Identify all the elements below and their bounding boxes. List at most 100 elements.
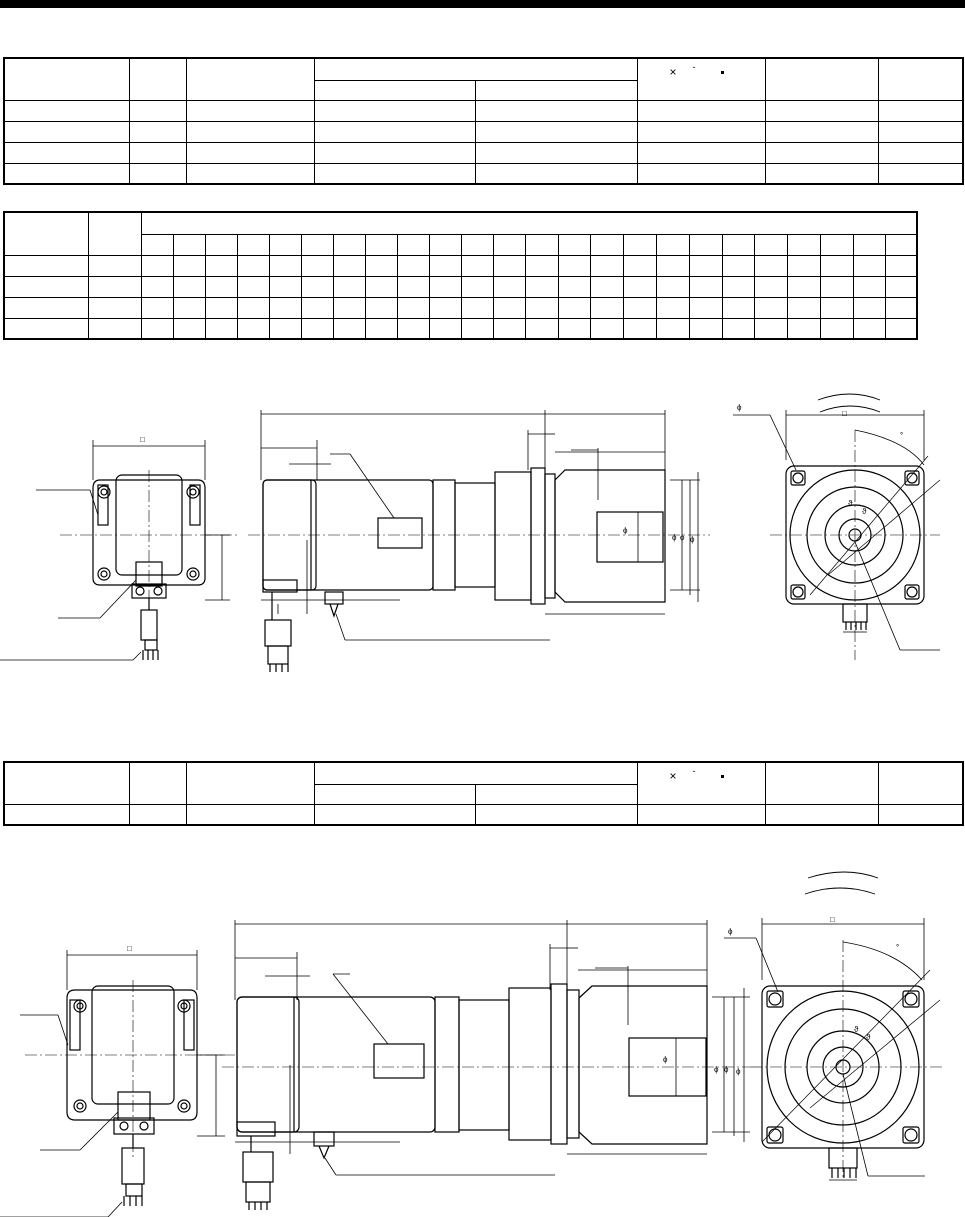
degree-symbol: ° — [900, 431, 903, 440]
table-cell — [332, 254, 366, 277]
header-cell — [688, 233, 723, 256]
rear-view: □ — [0, 944, 235, 1217]
square-symbol: □ — [127, 944, 132, 953]
theta-symbol: ϑ — [854, 1025, 859, 1034]
table-cell — [332, 317, 366, 340]
multiply-symbol: × — [669, 769, 677, 783]
table-cell — [786, 275, 821, 298]
header-cell — [185, 761, 315, 805]
inertia-header-cell: × - — [636, 761, 766, 805]
table-cell — [721, 254, 755, 277]
table-cell — [300, 275, 334, 298]
table-cell — [589, 254, 624, 277]
table-cell — [396, 275, 430, 298]
table-cell — [428, 254, 462, 277]
square-symbol: □ — [842, 409, 847, 418]
table-cell — [185, 803, 315, 826]
table-cell — [87, 296, 142, 319]
table-cell — [819, 275, 854, 298]
table-cell — [636, 99, 766, 122]
table-cell — [524, 254, 559, 277]
multiply-symbol: × — [669, 65, 677, 79]
table-cell — [688, 317, 723, 340]
table-cell — [688, 254, 723, 277]
rear-view: □ — [0, 435, 240, 661]
header-cell — [474, 783, 638, 805]
table-cell — [268, 254, 302, 277]
table-cell — [364, 317, 398, 340]
header-cell — [3, 761, 130, 805]
header-cell — [764, 57, 879, 101]
table-cell — [884, 275, 918, 298]
header-cell — [313, 57, 638, 81]
header-cell — [140, 233, 174, 256]
header-cell — [753, 233, 788, 256]
dot-symbol — [720, 71, 724, 74]
header-cell — [204, 233, 238, 256]
phi-symbol: ϕ — [680, 533, 685, 542]
table-cell — [140, 317, 174, 340]
header-cell — [396, 233, 430, 256]
header-cell — [128, 761, 187, 805]
table-cell — [364, 275, 398, 298]
table-cell — [3, 296, 89, 319]
header-cell — [268, 233, 302, 256]
theta-symbol: ϑ — [862, 507, 867, 516]
table-cell — [474, 162, 638, 185]
square-symbol: □ — [830, 915, 835, 924]
table-cell — [819, 254, 854, 277]
phi-symbol: ϕ — [672, 533, 677, 542]
table-cell — [428, 296, 462, 319]
table-cell — [3, 162, 130, 185]
table-cell — [332, 296, 366, 319]
header-cell — [172, 233, 206, 256]
header-cell — [87, 211, 142, 256]
header-cell — [884, 233, 918, 256]
motor-drawing-1: □ — [0, 393, 941, 672]
table-cell — [557, 275, 591, 298]
header-cell — [185, 57, 315, 101]
table-cell — [764, 803, 879, 826]
table-cell — [721, 317, 755, 340]
header-cell — [474, 79, 638, 101]
table-cell — [128, 99, 187, 122]
dash-symbol: - — [692, 766, 696, 776]
table-cell — [852, 296, 886, 319]
table-cell — [589, 296, 624, 319]
theta-symbol: ϑ — [848, 499, 853, 508]
header-cell — [300, 233, 334, 256]
table-cell — [852, 317, 886, 340]
table-cell — [655, 317, 690, 340]
header-cell — [852, 233, 886, 256]
table-cell — [204, 275, 238, 298]
table-cell — [3, 99, 130, 122]
table-cell — [128, 803, 187, 826]
table-cell — [3, 141, 130, 164]
table-cell — [753, 275, 788, 298]
table-cell — [492, 254, 526, 277]
table-cell — [185, 162, 315, 185]
header-cell — [877, 761, 964, 805]
table-cell — [364, 296, 398, 319]
table-cell — [819, 317, 854, 340]
table-cell — [877, 99, 964, 122]
table-cell — [172, 296, 206, 319]
table-cell — [300, 296, 334, 319]
table-cell — [204, 317, 238, 340]
table-cell — [185, 99, 315, 122]
table-cell — [140, 296, 174, 319]
table-cell — [460, 317, 494, 340]
table-cell — [655, 296, 690, 319]
header-bar — [0, 0, 965, 8]
header-cell — [428, 233, 462, 256]
table-cell — [428, 275, 462, 298]
table-cell — [721, 296, 755, 319]
header-cell — [236, 233, 270, 256]
degree-symbol: ° — [896, 943, 899, 952]
table-cell — [492, 296, 526, 319]
table-cell — [688, 296, 723, 319]
table-cell — [884, 296, 918, 319]
table-cell — [313, 141, 476, 164]
header-cell — [524, 233, 559, 256]
table-cell — [3, 120, 130, 143]
